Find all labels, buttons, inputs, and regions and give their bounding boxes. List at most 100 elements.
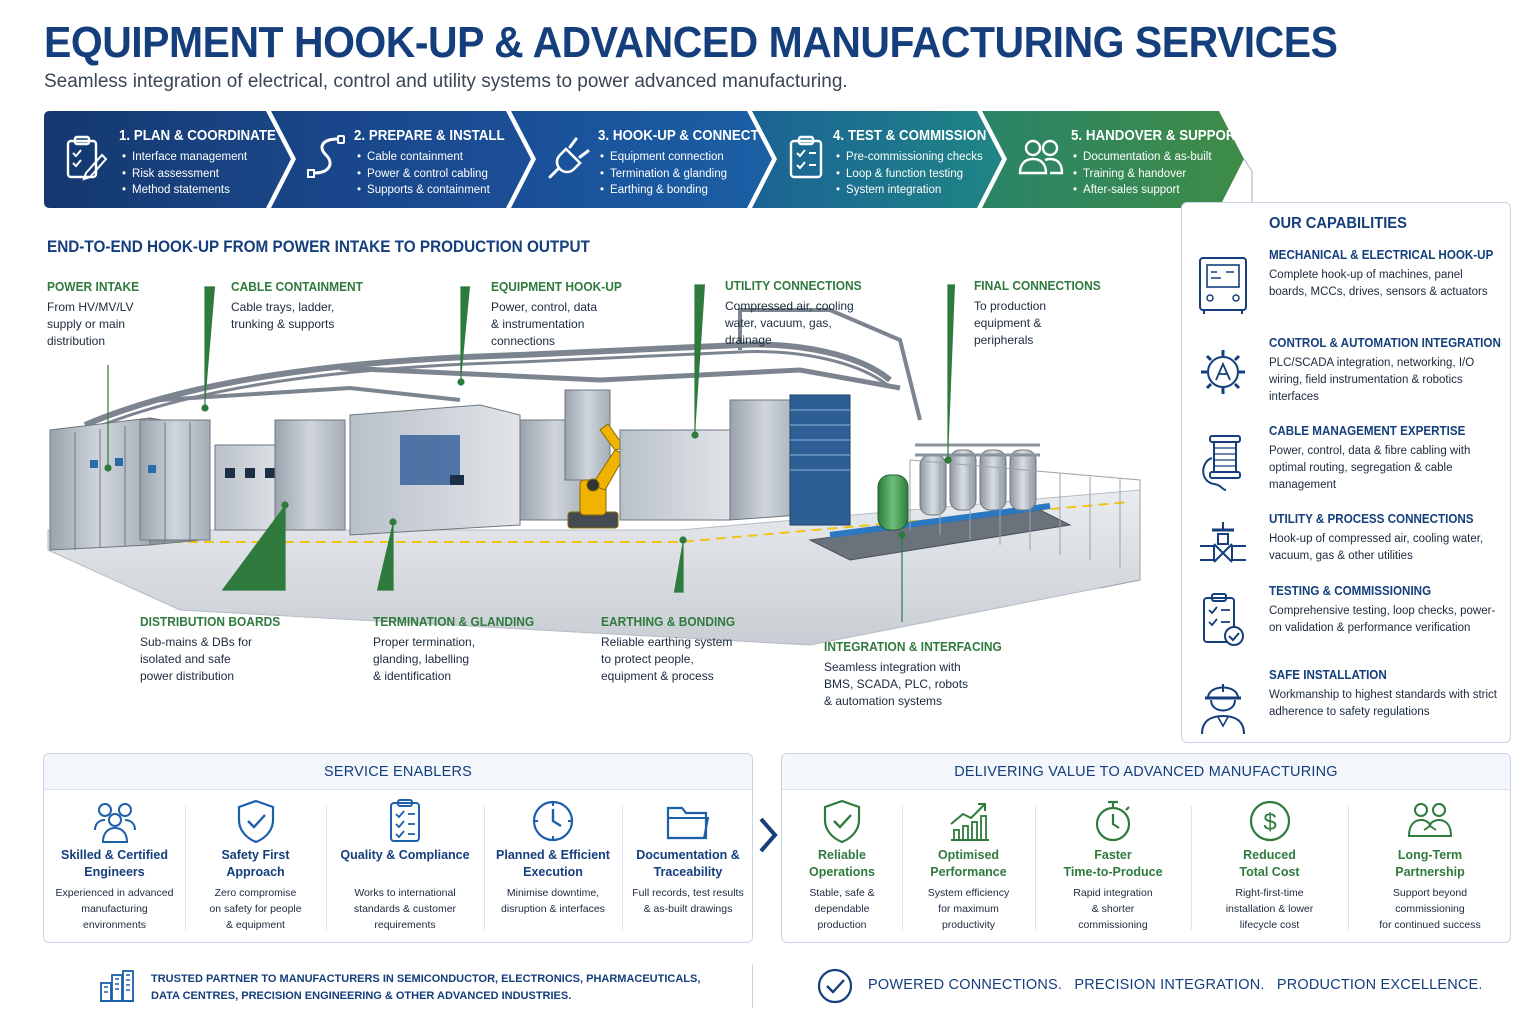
callout-utility-connections: UTILITY CONNECTIONS Compressed air, cool… bbox=[725, 278, 874, 349]
callout-line: & automation systems bbox=[824, 694, 943, 708]
value-title: Faster Time-to-Produce bbox=[1063, 848, 1163, 879]
callout-line: water, vacuum, gas, bbox=[725, 316, 832, 330]
partnership-icon bbox=[1407, 803, 1453, 837]
value-title: Reduced Total Cost bbox=[1239, 848, 1300, 879]
callout-line: To production bbox=[974, 299, 1047, 313]
step-title: 3. HOOK-UP & CONNECT bbox=[598, 128, 759, 144]
team-icon bbox=[93, 803, 136, 843]
step-title: 5. HANDOVER & SUPPORT bbox=[1071, 128, 1244, 144]
step-item: Cable containment bbox=[357, 149, 490, 166]
callout-line: connections bbox=[491, 334, 556, 348]
service-enablers-heading: SERVICE ENABLERS bbox=[44, 754, 752, 790]
callout-line: equipment & process bbox=[601, 669, 714, 683]
robot-arm bbox=[567, 423, 626, 529]
divider bbox=[1035, 806, 1036, 930]
callout-title: DISTRIBUTION BOARDS bbox=[140, 614, 281, 629]
dollar-icon: $ bbox=[1249, 800, 1290, 842]
capability-title: MECHANICAL & ELECTRICAL HOOK-UP bbox=[1269, 248, 1494, 262]
value-item: Reliable Operations Stable, safe & depen… bbox=[782, 790, 902, 944]
value-title: Optimised Performance bbox=[930, 848, 1007, 879]
gear-automation-icon bbox=[1201, 350, 1245, 394]
callout-line: power distribution bbox=[140, 669, 235, 683]
callout-title: EQUIPMENT HOOK-UP bbox=[491, 279, 622, 294]
callout-desc: From HV/MV/LV supply or main distributio… bbox=[47, 299, 147, 350]
value-desc: Stable, safe & dependable production bbox=[809, 887, 875, 931]
step-items: Cable containment Power & control cablin… bbox=[357, 149, 490, 199]
valve-icon bbox=[1200, 522, 1246, 563]
step-items: Pre-commissioning checks Loop & function… bbox=[836, 149, 983, 199]
callout-desc: Proper termination, glanding, labelling … bbox=[373, 634, 548, 685]
factory-illustration bbox=[47, 284, 1141, 646]
checklist-check-icon bbox=[1203, 593, 1244, 646]
value-heading: DELIVERING VALUE TO ADVANCED MANUFACTURI… bbox=[782, 754, 1510, 790]
callout-termination-glanding: TERMINATION & GLANDING Proper terminatio… bbox=[373, 614, 548, 685]
step-item: Pre-commissioning checks bbox=[836, 149, 983, 166]
callout-line: Power, control, data bbox=[491, 300, 598, 314]
capability-desc: Workmanship to highest standards with st… bbox=[1269, 689, 1497, 718]
capability-desc: Comprehensive testing, loop checks, powe… bbox=[1269, 605, 1496, 634]
step-item: Risk assessment bbox=[122, 166, 247, 183]
step-item: System integration bbox=[836, 182, 983, 199]
step-title: 1. PLAN & COORDINATE bbox=[119, 128, 276, 144]
divider bbox=[622, 806, 623, 930]
plug-icon bbox=[548, 137, 590, 179]
page-subtitle: Seamless integration of electrical, cont… bbox=[44, 71, 848, 92]
callout-title: TERMINATION & GLANDING bbox=[373, 614, 535, 629]
value-desc: Support beyond commissioning for continu… bbox=[1379, 887, 1481, 931]
value-panel: DELIVERING VALUE TO ADVANCED MANUFACTURI… bbox=[781, 753, 1511, 943]
enabler-item: Quality & Compliance Works to internatio… bbox=[326, 790, 484, 944]
capability-title: UTILITY & PROCESS CONNECTIONS bbox=[1269, 512, 1474, 526]
step-item: Power & control cabling bbox=[357, 166, 490, 183]
folder-icon bbox=[666, 806, 710, 840]
hardhat-worker-icon bbox=[1201, 684, 1245, 735]
divider bbox=[1191, 806, 1192, 930]
callout-line: Proper termination, bbox=[373, 635, 476, 649]
callout-title: POWER INTAKE bbox=[47, 279, 140, 294]
callout-title: EARTHING & BONDING bbox=[601, 614, 736, 629]
callout-line: Sub-mains & DBs for bbox=[140, 635, 253, 649]
capability-desc: Complete hook-up of machines, panel boar… bbox=[1269, 269, 1488, 298]
step-item: Equipment connection bbox=[600, 149, 727, 166]
capability-title: CONTROL & AUTOMATION INTEGRATION bbox=[1269, 336, 1501, 350]
callout-line: Compressed air, cooling bbox=[725, 299, 854, 313]
callout-line: supply or main bbox=[47, 317, 126, 331]
capability-title: SAFE INSTALLATION bbox=[1269, 668, 1387, 682]
callout-distribution-boards: DISTRIBUTION BOARDS Sub-mains & DBs for … bbox=[140, 614, 292, 685]
chevron-right-icon bbox=[759, 817, 778, 853]
enabler-item: Documentation & Traceability Full record… bbox=[622, 790, 754, 944]
value-title: Long-Term Partnership bbox=[1395, 848, 1465, 879]
value-desc: System efficiency for maximum productivi… bbox=[927, 887, 1010, 931]
step-items: Documentation & as-built Training & hand… bbox=[1073, 149, 1211, 199]
enabler-desc: Zero compromise on safety for people & e… bbox=[209, 887, 302, 931]
value-item: $ Reduced Total Cost Right-first-time in… bbox=[1191, 790, 1348, 944]
stopwatch-icon bbox=[1095, 800, 1131, 842]
enabler-title: Quality & Compliance bbox=[340, 848, 470, 862]
shield-check-icon bbox=[237, 799, 274, 844]
diagram-heading: END-TO-END HOOK-UP FROM POWER INTAKE TO … bbox=[47, 237, 590, 256]
enabler-item: Planned & Efficient Execution Minimise d… bbox=[484, 790, 622, 944]
footer-line: TRUSTED PARTNER TO MANUFACTURERS IN SEMI… bbox=[151, 973, 701, 985]
divider bbox=[185, 806, 186, 930]
callout-title: INTEGRATION & INTERFACING bbox=[824, 639, 1002, 654]
callout-desc: Compressed air, cooling water, vacuum, g… bbox=[725, 298, 874, 349]
callout-cable-containment: CABLE CONTAINMENT Cable trays, ladder, t… bbox=[231, 279, 374, 333]
capability-desc: Power, control, data & fibre cabling wit… bbox=[1269, 445, 1471, 491]
tagline-part: POWERED CONNECTIONS. bbox=[868, 977, 1063, 993]
enabler-title: Safety First Approach bbox=[221, 848, 290, 879]
enabler-item: Safety First Approach Zero compromise on… bbox=[185, 790, 326, 944]
callout-line: Cable trays, ladder, bbox=[231, 300, 335, 314]
check-circle-icon bbox=[817, 968, 853, 1004]
callout-line: equipment & bbox=[974, 316, 1042, 330]
value-title: Reliable Operations bbox=[809, 848, 875, 879]
step-item: Supports & containment bbox=[357, 182, 490, 199]
step-item: Loop & function testing bbox=[836, 166, 983, 183]
process-steps: 1. PLAN & COORDINATE Interface managemen… bbox=[44, 111, 1254, 208]
callout-equipment-hookup: EQUIPMENT HOOK-UP Power, control, data &… bbox=[491, 279, 633, 350]
capabilities-panel: OUR CAPABILITIES MECHANICAL & ELECTRICAL… bbox=[1181, 202, 1511, 743]
safety-fence bbox=[909, 459, 1141, 589]
callout-desc: Cable trays, ladder, trunking & supports bbox=[231, 299, 374, 333]
callout-earthing-bonding: EARTHING & BONDING Reliable earthing sys… bbox=[601, 614, 747, 685]
step-plan-coordinate: 1. PLAN & COORDINATE Interface managemen… bbox=[44, 111, 289, 208]
enabler-title: Planned & Efficient Execution bbox=[496, 848, 610, 879]
step-title: 2. PREPARE & INSTALL bbox=[354, 128, 505, 144]
